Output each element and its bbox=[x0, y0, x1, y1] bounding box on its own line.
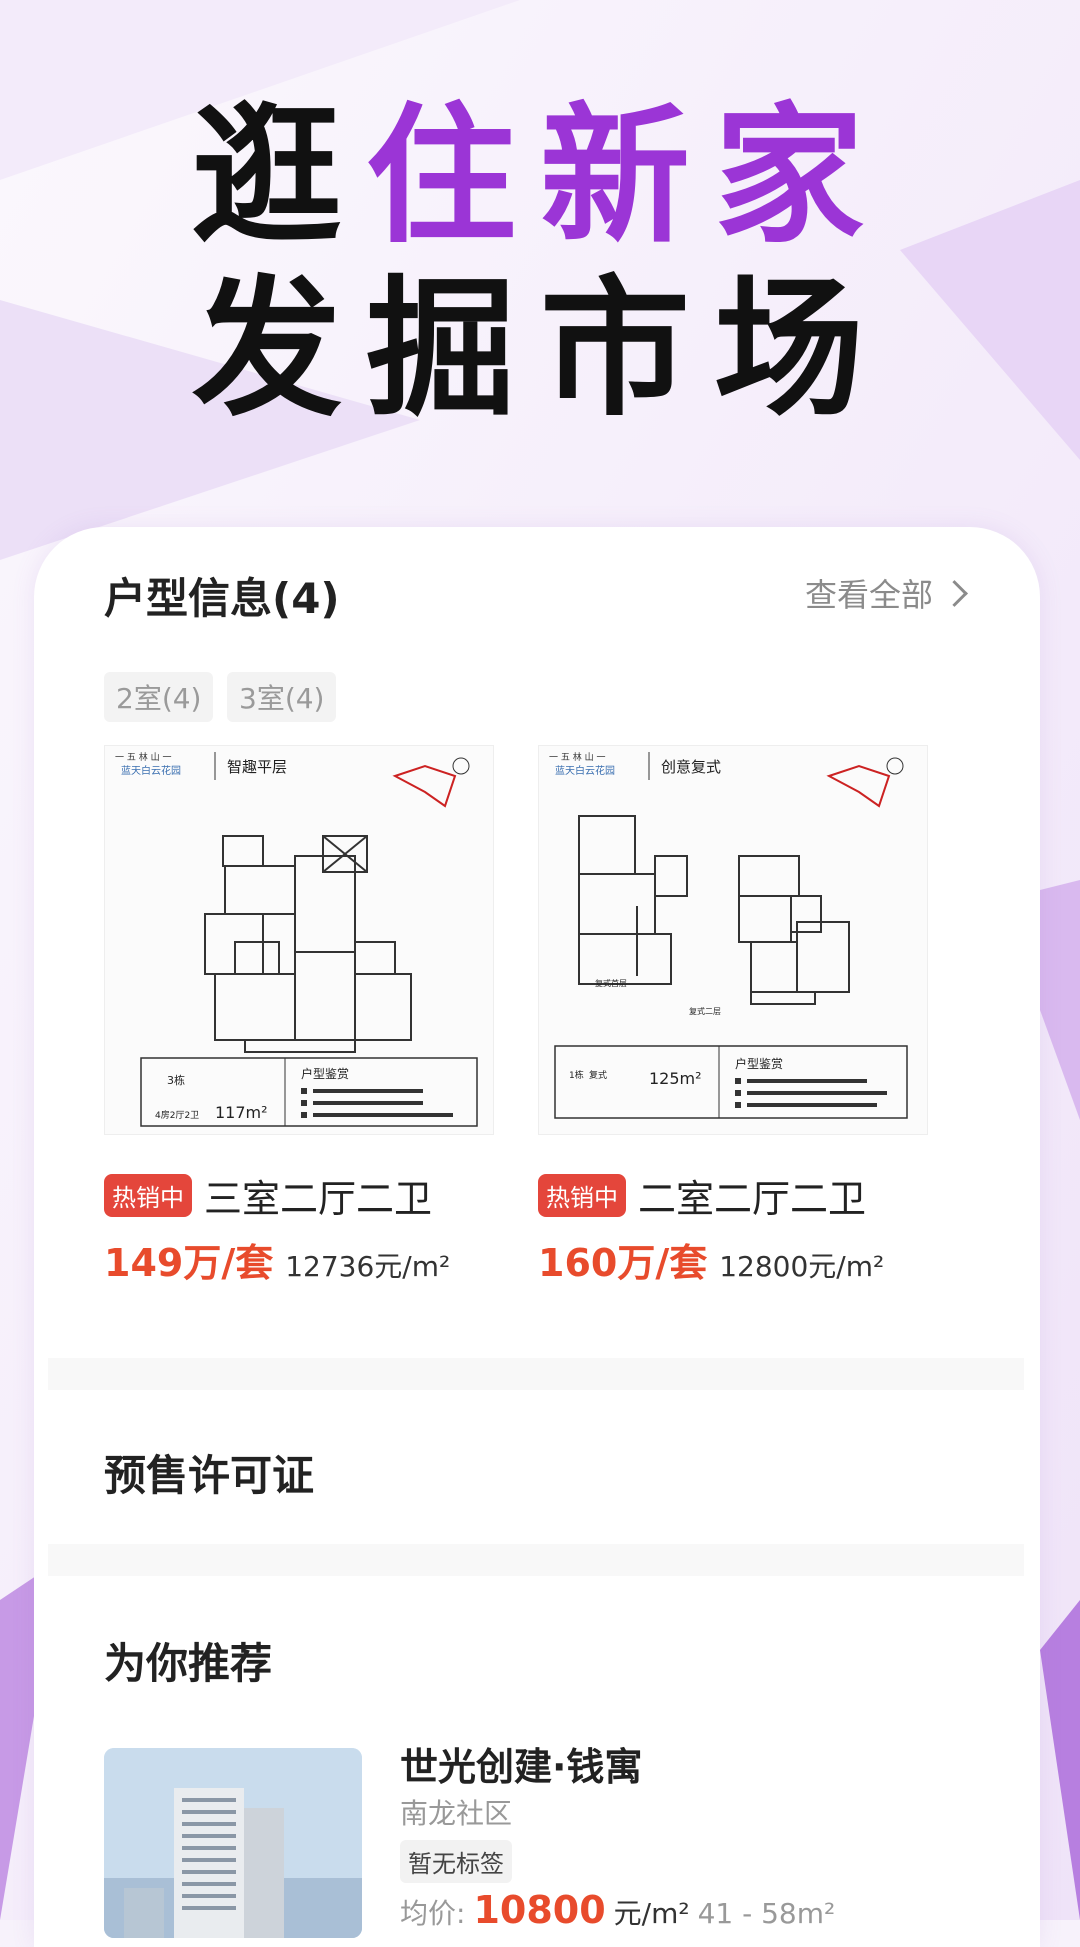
total-price-1: 149万/套 bbox=[104, 1241, 274, 1285]
section-divider-2 bbox=[48, 1544, 1024, 1576]
hot-sale-badge-2: 热销中 bbox=[538, 1174, 626, 1217]
recommend-item-image[interactable] bbox=[104, 1748, 362, 1938]
hero-char-2: 住 bbox=[365, 90, 540, 264]
plan2-project: 蓝天白云花园 bbox=[555, 764, 615, 777]
plan1-area: 117m² bbox=[215, 1103, 268, 1122]
floorplans-title: 户型信息(4) bbox=[104, 574, 340, 623]
recommend-item-name[interactable]: 世光创建·钱寓 bbox=[400, 1745, 643, 1789]
floorplan-name-1: 热销中 三室二厅二卫 bbox=[104, 1168, 432, 1223]
unit-price-1: 12736元/m² bbox=[285, 1250, 451, 1283]
plan1-layout: 4房2厅2卫 bbox=[155, 1109, 199, 1121]
unit-price-2: 12800元/m² bbox=[719, 1250, 885, 1283]
section-divider-1 bbox=[48, 1358, 1024, 1390]
filter-chip-3room[interactable]: 3室(4) bbox=[227, 672, 337, 722]
unit-layout-2: 二室二厅二卫 bbox=[638, 1177, 867, 1221]
hero-title-line2: 发掘市场 bbox=[191, 263, 888, 437]
plan2-floor2: 复式二层 bbox=[689, 1006, 721, 1016]
hero-banner: 逛住新家 发掘市场 bbox=[0, 0, 1080, 520]
plan2-building: 1栋 bbox=[569, 1069, 584, 1081]
hero-char-3: 新 bbox=[540, 90, 715, 264]
plan1-building: 3栋 bbox=[167, 1073, 185, 1087]
presale-title: 预售许可证 bbox=[104, 1451, 315, 1500]
plan2-style: 创意复式 bbox=[661, 758, 721, 776]
plan1-heading: 户型鉴赏 bbox=[301, 1066, 349, 1081]
plan1-style: 智趣平层 bbox=[227, 758, 287, 776]
floorplan-image-2[interactable]: 一 五 林 山 一 蓝天白云花园 创意复式 复式首层 复式二层 1栋 复式 12… bbox=[538, 745, 928, 1135]
floorplan-price-2: 160万/套 12800元/m² bbox=[538, 1232, 884, 1287]
plan2-brand: 一 五 林 山 一 bbox=[549, 751, 605, 763]
hero-char-4: 家 bbox=[714, 90, 889, 264]
total-price-2: 160万/套 bbox=[538, 1241, 708, 1285]
plan2-area: 125m² bbox=[649, 1069, 702, 1088]
plan2-layout: 复式 bbox=[589, 1069, 607, 1081]
chevron-right-icon bbox=[941, 579, 968, 607]
plan1-project: 蓝天白云花园 bbox=[121, 764, 181, 777]
see-all-label: 查看全部 bbox=[804, 576, 933, 614]
price-label: 均价: bbox=[400, 1897, 466, 1930]
price-unit: 元/m² bbox=[613, 1897, 690, 1930]
see-all-link[interactable]: 查看全部 bbox=[804, 570, 968, 616]
building-photo bbox=[104, 1748, 362, 1938]
recommend-item-area: 南龙社区 bbox=[400, 1797, 513, 1830]
filter-chip-2room[interactable]: 2室(4) bbox=[104, 672, 214, 722]
floorplan-drawing-1: 一 五 林 山 一 蓝天白云花园 智趣平层 3栋 4房2厅2卫 117m² bbox=[105, 746, 493, 1134]
hot-sale-badge-1: 热销中 bbox=[104, 1174, 192, 1217]
price-value: 10800 bbox=[473, 1888, 606, 1932]
size-range: 41 - 58m² bbox=[697, 1897, 836, 1930]
plan2-heading: 户型鉴赏 bbox=[735, 1056, 783, 1071]
hero-char-1: 逛 bbox=[191, 90, 366, 264]
plan2-floor1: 复式首层 bbox=[595, 978, 627, 988]
floorplan-price-1: 149万/套 12736元/m² bbox=[104, 1232, 450, 1287]
floorplan-drawing-2: 一 五 林 山 一 蓝天白云花园 创意复式 复式首层 复式二层 1栋 复式 12… bbox=[539, 746, 927, 1134]
recommend-item-price: 均价: 10800 元/m² 41 - 58m² bbox=[400, 1888, 835, 1932]
unit-layout-1: 三室二厅二卫 bbox=[204, 1177, 433, 1221]
plan1-brand: 一 五 林 山 一 bbox=[115, 751, 171, 763]
floorplan-name-2: 热销中 二室二厅二卫 bbox=[538, 1168, 866, 1223]
recommend-item-tag: 暂无标签 bbox=[400, 1840, 512, 1883]
hero-title-line1: 逛住新家 bbox=[0, 102, 1080, 252]
recommend-title: 为你推荐 bbox=[104, 1639, 273, 1688]
floorplan-image-1[interactable]: 一 五 林 山 一 蓝天白云花园 智趣平层 3栋 4房2厅2卫 117m² bbox=[104, 745, 494, 1135]
